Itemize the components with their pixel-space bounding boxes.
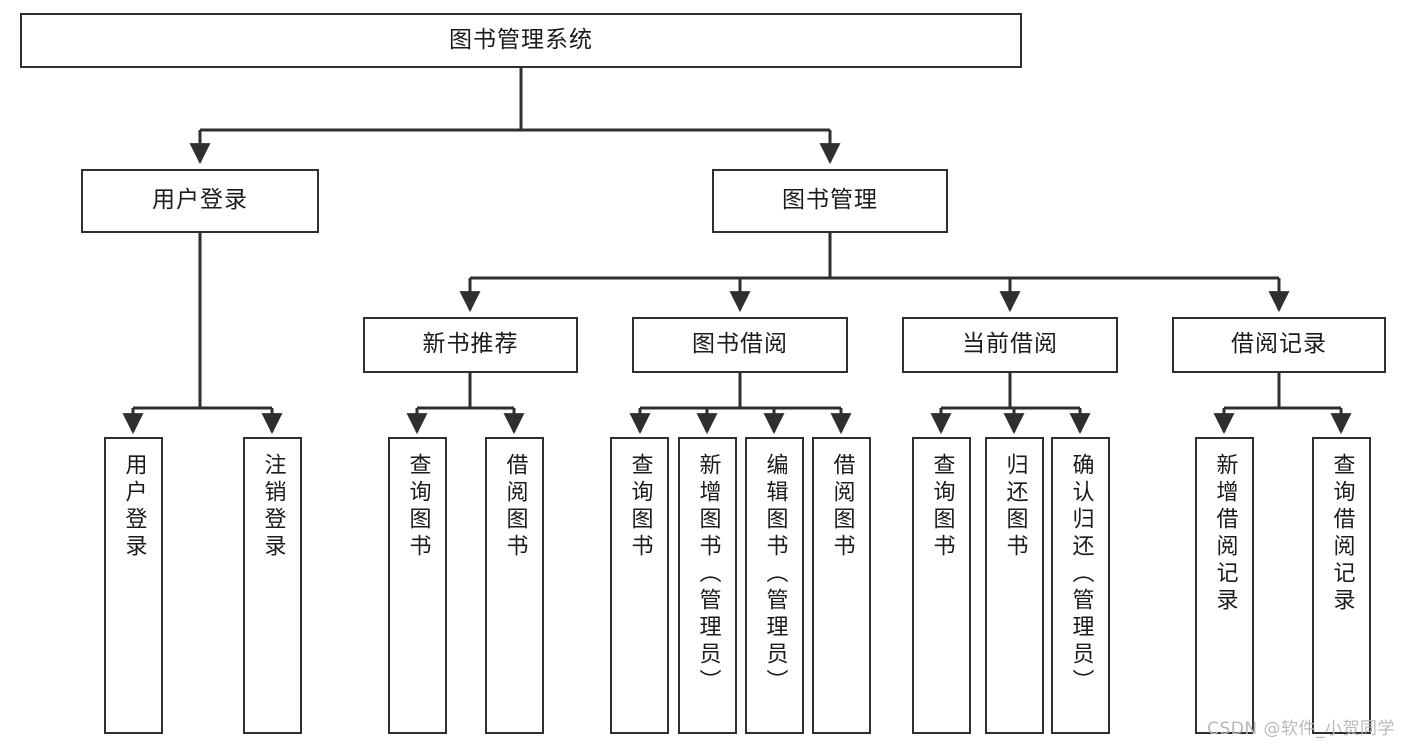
node-user-login-label: 用户登录 bbox=[152, 187, 248, 214]
node-current-borrow[interactable]: 当前借阅 bbox=[902, 317, 1118, 373]
node-book-manage[interactable]: 图书管理 bbox=[712, 169, 948, 233]
leaf-query-book-1[interactable]: 查询图书 bbox=[388, 437, 447, 734]
node-borrow-record[interactable]: 借阅记录 bbox=[1172, 317, 1386, 373]
node-current-borrow-label: 当前借阅 bbox=[962, 331, 1058, 358]
leaf-query-record[interactable]: 查询借阅记录 bbox=[1312, 437, 1371, 734]
csdn-watermark: CSDN @软件_小贺同学 bbox=[1207, 719, 1395, 739]
leaf-borrow-book-1[interactable]: 借阅图书 bbox=[485, 437, 544, 734]
leaf-edit-book[interactable]: 编辑图书（管理员） bbox=[745, 437, 804, 734]
node-book-borrow-label: 图书借阅 bbox=[692, 331, 788, 358]
leaf-return-book[interactable]: 归还图书 bbox=[985, 437, 1044, 734]
leaf-query-book-1-label: 查询图书 bbox=[405, 453, 431, 561]
leaf-user-login-label: 用户登录 bbox=[121, 453, 147, 561]
leaf-add-book-label: 新增图书（管理员） bbox=[695, 453, 721, 696]
leaf-user-logout[interactable]: 注销登录 bbox=[243, 437, 302, 734]
leaf-confirm-return[interactable]: 确认归还（管理员） bbox=[1051, 437, 1110, 734]
leaf-edit-book-label: 编辑图书（管理员） bbox=[762, 453, 788, 696]
node-book-borrow[interactable]: 图书借阅 bbox=[632, 317, 848, 373]
leaf-query-book-2[interactable]: 查询图书 bbox=[610, 437, 669, 734]
leaf-confirm-return-label: 确认归还（管理员） bbox=[1068, 453, 1094, 696]
leaf-query-record-label: 查询借阅记录 bbox=[1329, 453, 1355, 615]
leaf-query-book-3-label: 查询图书 bbox=[929, 453, 955, 561]
node-root[interactable]: 图书管理系统 bbox=[20, 13, 1022, 68]
leaf-add-record-label: 新增借阅记录 bbox=[1212, 453, 1238, 615]
leaf-add-book[interactable]: 新增图书（管理员） bbox=[678, 437, 737, 734]
node-new-book-recommend-label: 新书推荐 bbox=[422, 331, 519, 358]
leaf-borrow-book-1-label: 借阅图书 bbox=[502, 453, 528, 561]
leaf-borrow-book-2-label: 借阅图书 bbox=[829, 453, 855, 561]
leaf-add-record[interactable]: 新增借阅记录 bbox=[1195, 437, 1254, 734]
leaf-return-book-label: 归还图书 bbox=[1002, 453, 1028, 561]
leaf-query-book-2-label: 查询图书 bbox=[627, 453, 653, 561]
node-root-label: 图书管理系统 bbox=[449, 26, 593, 53]
node-new-book-recommend[interactable]: 新书推荐 bbox=[363, 317, 578, 373]
leaf-user-login[interactable]: 用户登录 bbox=[104, 437, 163, 734]
node-borrow-record-label: 借阅记录 bbox=[1231, 331, 1327, 358]
leaf-query-book-3[interactable]: 查询图书 bbox=[912, 437, 971, 734]
node-book-manage-label: 图书管理 bbox=[782, 187, 878, 214]
leaf-borrow-book-2[interactable]: 借阅图书 bbox=[812, 437, 871, 734]
node-user-login[interactable]: 用户登录 bbox=[81, 169, 319, 233]
leaf-user-logout-label: 注销登录 bbox=[260, 453, 286, 561]
